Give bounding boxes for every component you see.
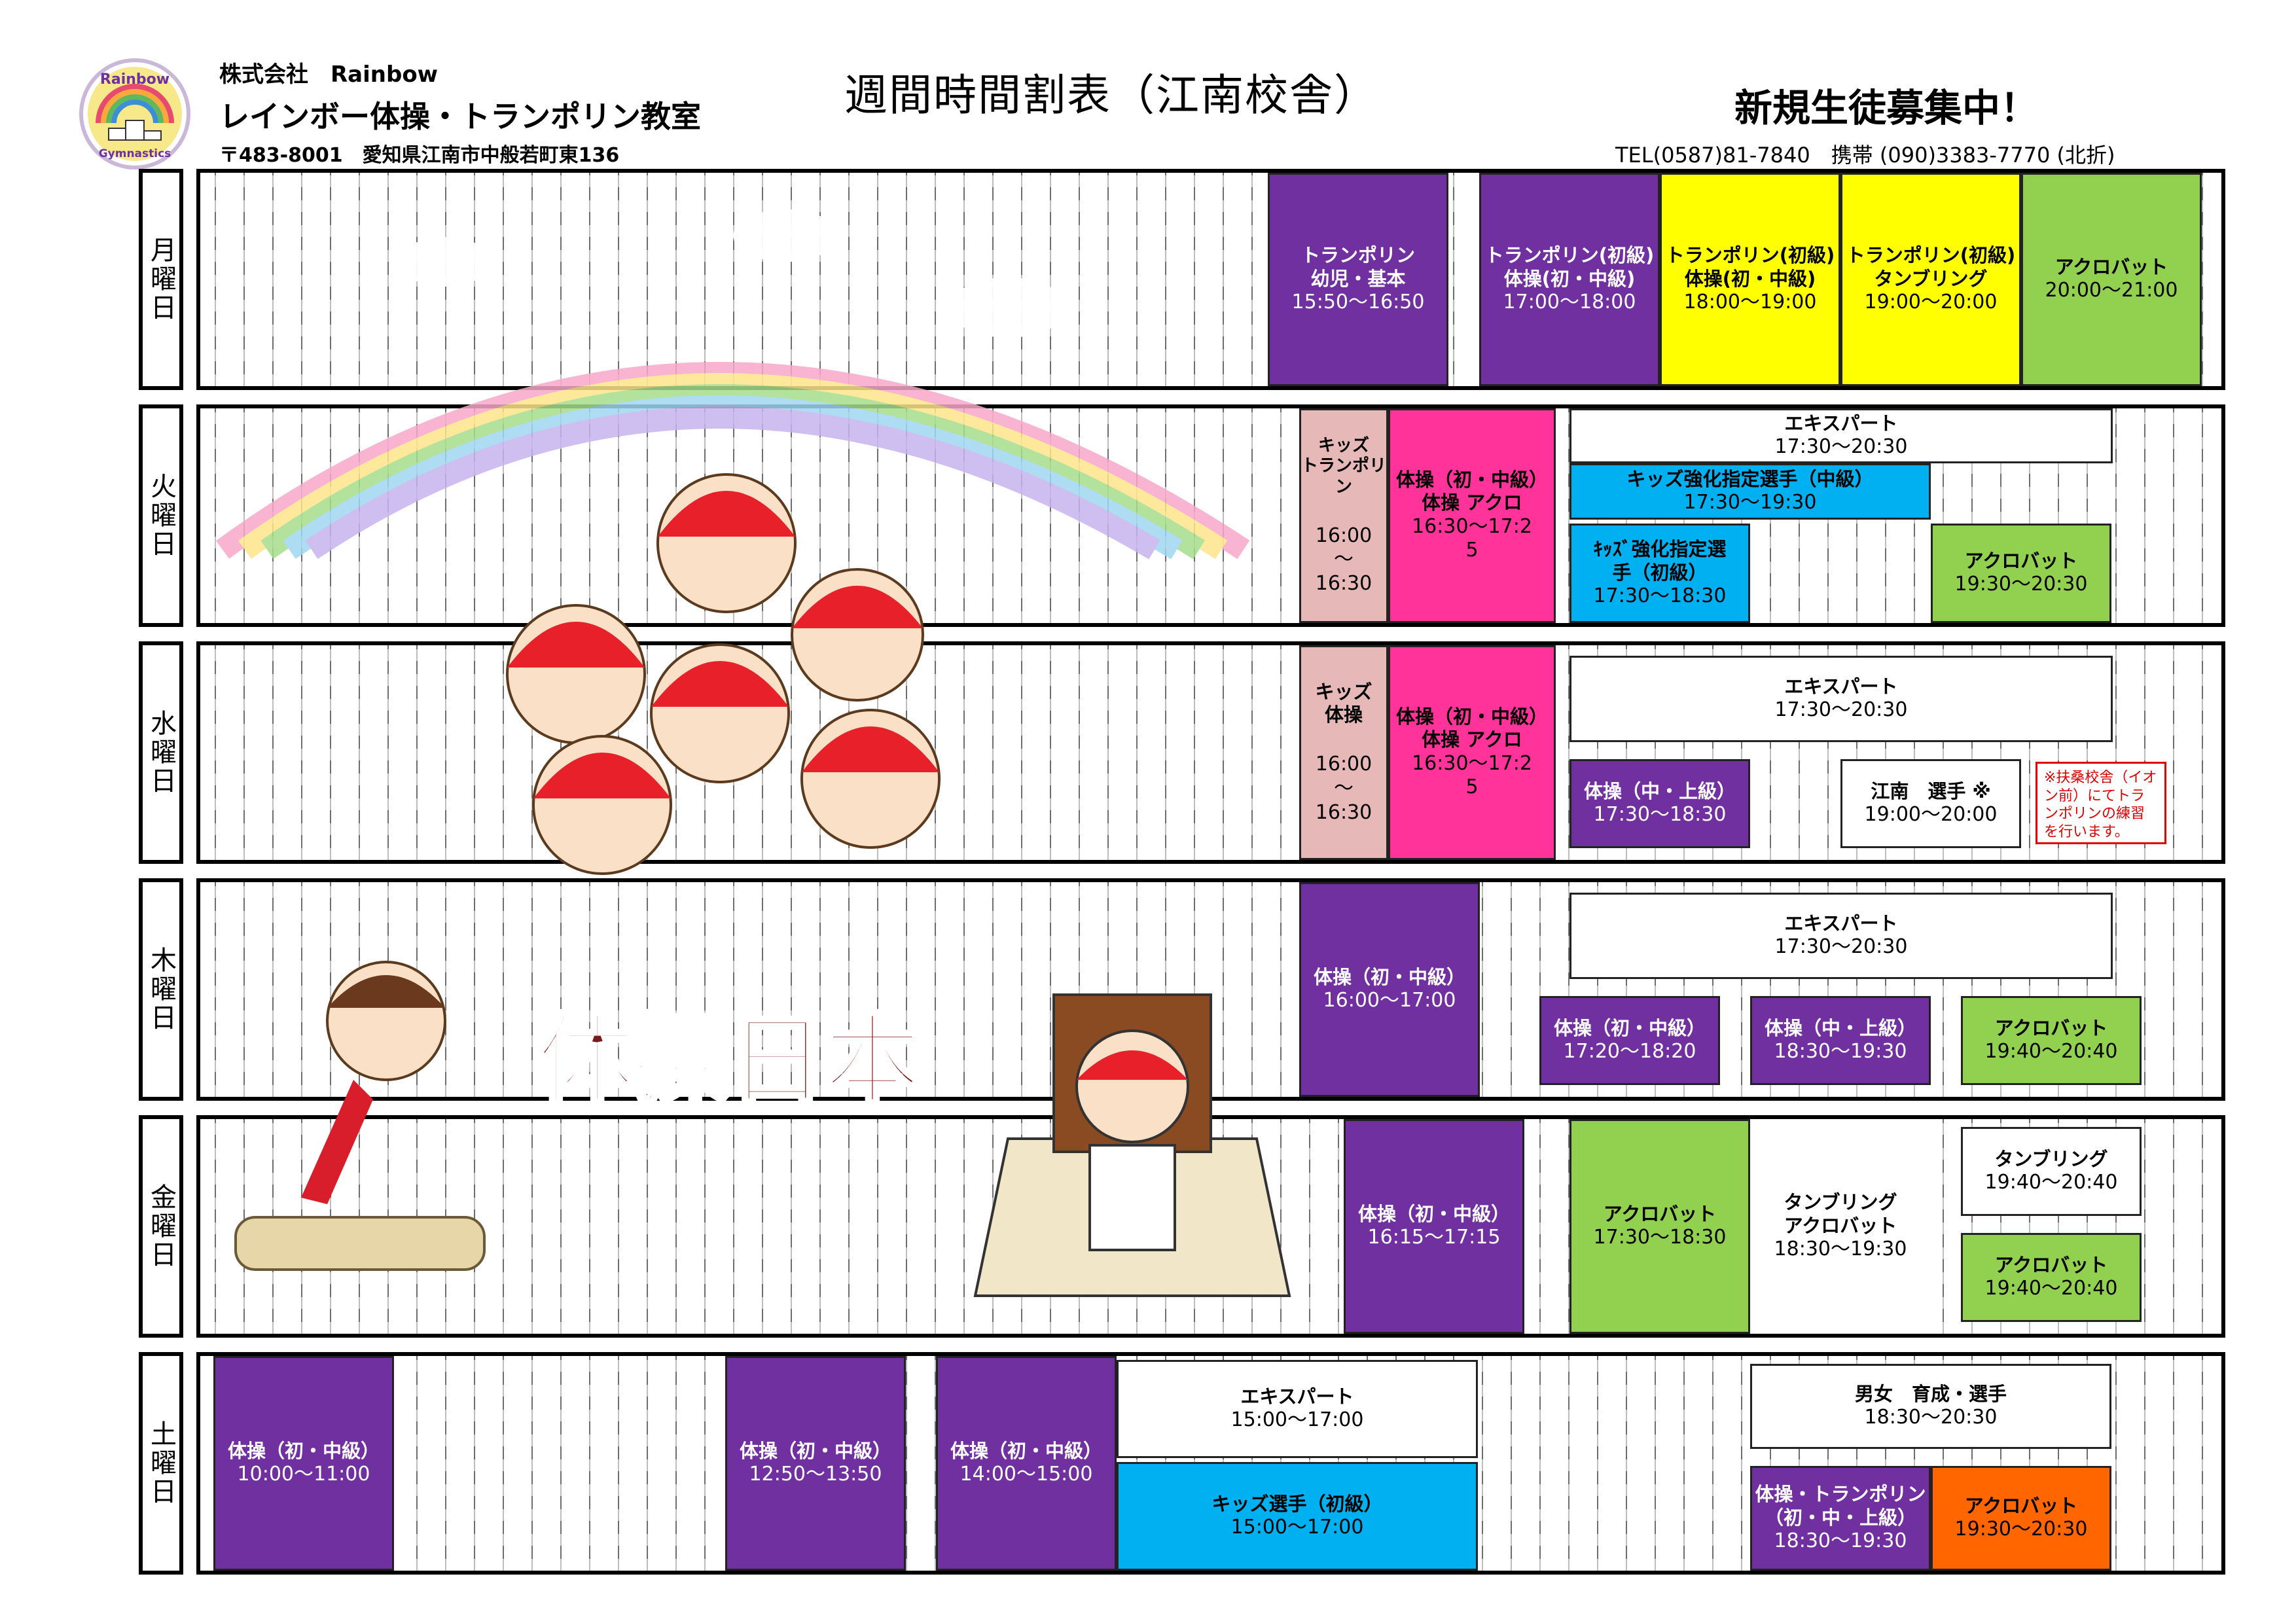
phone-numbers: TEL(0587)81-7840 携帯 (090)3383-7770 (北折) (1615, 143, 2115, 168)
day-label-monday: 月曜日 (139, 169, 183, 390)
class-block[interactable]: トランポリン(初級) 体操(初・中級)18:00〜19:00 (1660, 173, 1840, 386)
class-block[interactable]: 体操（初・中級）12:50〜13:50 (725, 1356, 906, 1571)
class-block[interactable]: 体操（中・上級）18:30〜19:30 (1750, 996, 1931, 1085)
logo-text-bottom: Gymnastics (99, 147, 171, 160)
class-block[interactable]: 体操・トランポリン （初・中・上級）18:30〜19:30 (1750, 1466, 1931, 1571)
page-title: 週間時間割表（江南校舎） (844, 70, 1378, 120)
class-block[interactable]: 体操（初・中級）10:00〜11:00 (213, 1356, 394, 1571)
rainbow-gymnastics-logo: Rainbow Gymnastics (79, 58, 191, 170)
logo-text-top: Rainbow (100, 71, 170, 88)
fuso-campus-note: ※扶桑校舎（イオン前）にてトランポリンの練習を行います。 (2036, 762, 2166, 844)
class-block[interactable]: 体操（初・中級）14:00〜15:00 (936, 1356, 1117, 1571)
class-block[interactable]: ｷｯｽﾞ強化指定選 手（初級）17:30〜18:30 (1570, 524, 1750, 623)
recruit-banner: 新規生徒募集中！ (1734, 86, 2039, 130)
day-label-saturday: 土曜日 (139, 1352, 183, 1575)
class-block[interactable]: 江南 選手 ※19:00〜20:00 (1840, 759, 2021, 848)
day-label-wednesday: 水曜日 (139, 641, 183, 864)
class-block[interactable]: トランポリン(初級) 体操(初・中級)17:00〜18:00 (1479, 173, 1660, 386)
address: 〒483-8001 愛知県江南市中般若町東136 (219, 144, 620, 167)
class-block[interactable]: 体操（中・上級）17:30〜18:30 (1570, 759, 1750, 848)
class-block[interactable]: 体操（初・中級）17:20〜18:20 (1539, 996, 1720, 1085)
day-label-thursday: 木曜日 (139, 878, 183, 1101)
class-block[interactable]: 体操（初・中級）16:00〜17:00 (1299, 882, 1480, 1097)
school-name: レインボー体操・トランポリン教室 (219, 99, 701, 134)
day-label-friday: 金曜日 (139, 1115, 183, 1338)
class-block[interactable]: キッズ選手（初級）15:00〜17:00 (1117, 1462, 1478, 1571)
day-label-tuesday: 火曜日 (139, 404, 183, 627)
company-name: 株式会社 Rainbow (219, 62, 439, 88)
class-block[interactable]: 体操（初・中級）16:15〜17:15 (1344, 1119, 1524, 1334)
class-block[interactable]: キッズ強化指定選手（中級）17:30〜19:30 (1570, 463, 1931, 520)
